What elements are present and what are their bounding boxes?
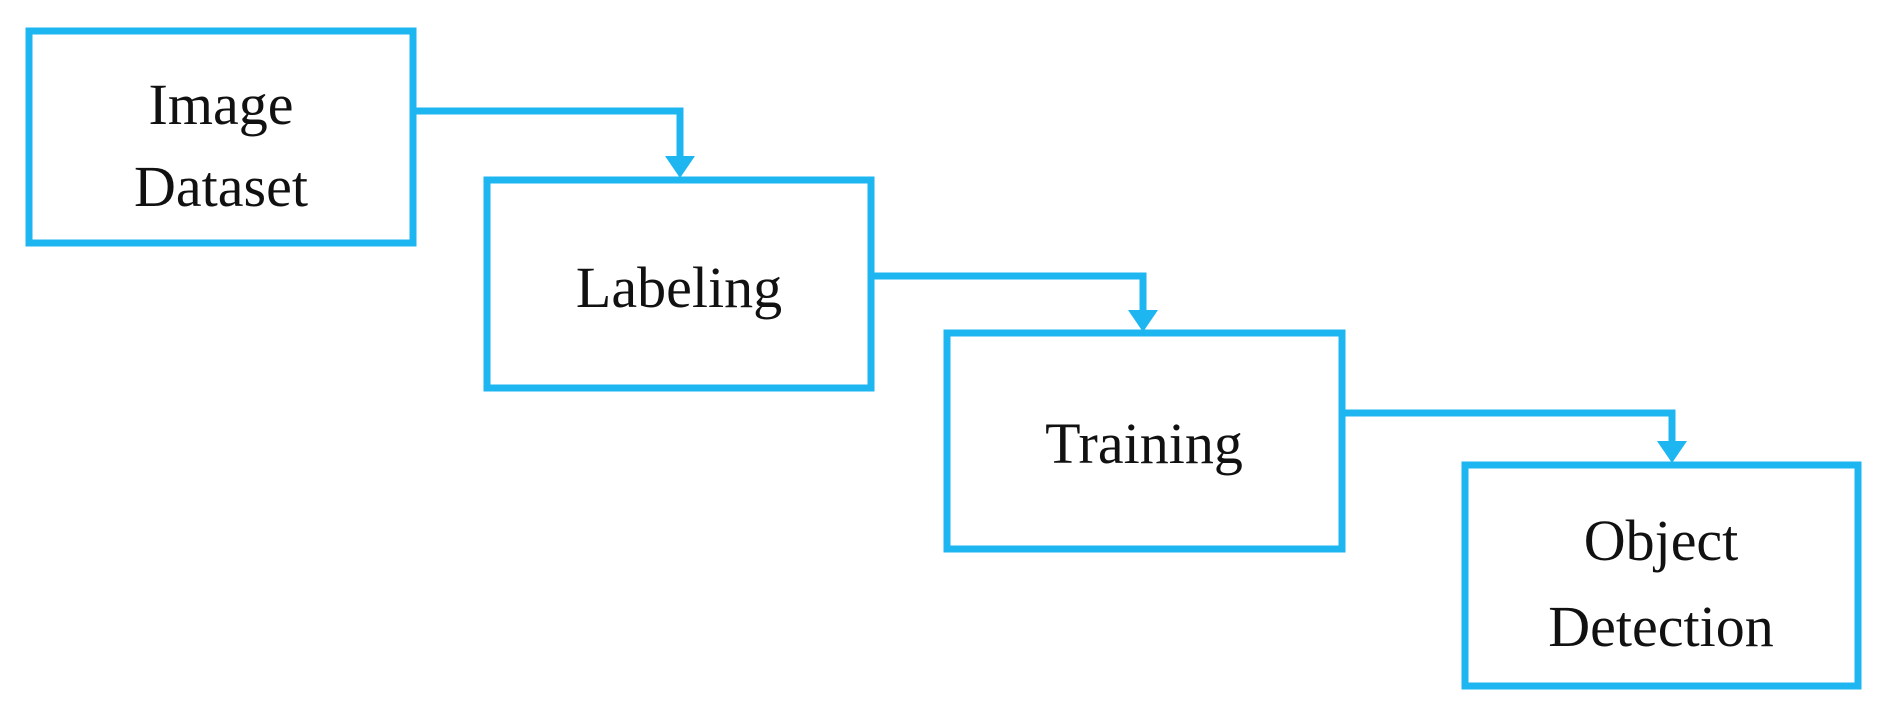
connector-1 bbox=[413, 107, 695, 178]
arrow-head-icon bbox=[1128, 310, 1158, 332]
step-box-image-dataset bbox=[25, 27, 417, 247]
arrow-head-icon bbox=[1657, 441, 1687, 463]
step-box-training bbox=[943, 329, 1346, 553]
step-training: Training bbox=[943, 329, 1346, 553]
connector-3 bbox=[1342, 409, 1687, 463]
connector-line bbox=[871, 272, 1147, 312]
step-label-line2: Dataset bbox=[134, 154, 308, 219]
connector-2 bbox=[871, 272, 1158, 332]
connector-line bbox=[1342, 409, 1676, 443]
step-label-line1: Object bbox=[1584, 508, 1739, 573]
step-box-object-detection bbox=[1461, 461, 1862, 690]
step-label-line1: Training bbox=[1045, 411, 1243, 476]
step-object-detection: Object Detection bbox=[1461, 461, 1862, 690]
step-box-labeling bbox=[483, 176, 875, 392]
step-labeling: Labeling bbox=[483, 176, 875, 392]
arrow-head-icon bbox=[665, 156, 695, 178]
step-label-line1: Image bbox=[149, 72, 294, 137]
step-label-line2: Detection bbox=[1548, 594, 1773, 659]
step-image-dataset: Image Dataset bbox=[25, 27, 417, 247]
step-label-line1: Labeling bbox=[576, 255, 782, 320]
connector-line bbox=[413, 107, 684, 158]
